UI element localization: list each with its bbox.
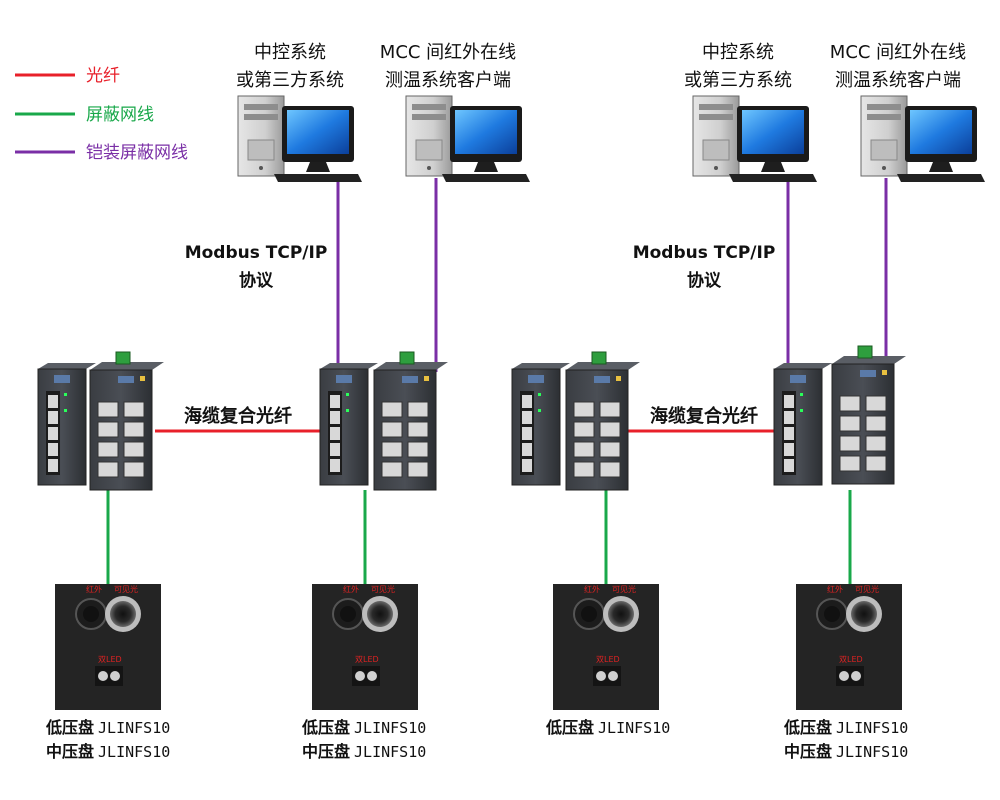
protocol-label: Modbus TCP/IP <box>185 243 328 263</box>
ethernet-switch-small <box>511 362 571 486</box>
client-computer <box>860 95 986 183</box>
ir-marking: 红外 <box>86 584 102 594</box>
client-computer <box>405 95 531 183</box>
ir-sensor-device <box>311 583 419 711</box>
central-control-computer <box>237 95 363 183</box>
visible-light-marking: 可见光 <box>114 584 138 594</box>
ir-marking: 红外 <box>584 584 600 594</box>
ethernet-switch-small <box>773 362 833 486</box>
ir-sensor-device <box>552 583 660 711</box>
panel-type: 中压盘 <box>302 742 350 761</box>
protocol-label: 协议 <box>239 270 274 291</box>
ethernet-switch <box>565 351 641 491</box>
visible-light-marking: 可见光 <box>855 584 879 594</box>
panel-type: 低压盘 <box>545 718 594 737</box>
ethernet-switch-small <box>319 362 379 486</box>
ethernet-switch <box>373 351 449 491</box>
panel-type: 中压盘 <box>46 742 94 761</box>
client-system-label: MCC 间红外在线 <box>380 42 516 63</box>
sensor-markings: 红外 可见光 双LED 红外 可见光 双LED 红外 可见光 双LED 红外 可… <box>86 584 879 664</box>
panel-type: 低压盘 <box>45 718 94 737</box>
legend-armored-label: 铠装屏蔽网线 <box>86 143 188 163</box>
dual-led-marking: 双LED <box>839 655 863 664</box>
protocol-label: 协议 <box>687 270 722 291</box>
ethernet-switch <box>831 345 907 485</box>
panel-type: 低压盘 <box>301 718 350 737</box>
model-number: JLINFS10 <box>836 743 908 761</box>
model-number: JLINFS10 <box>354 743 426 761</box>
dual-led-marking: 双LED <box>355 655 379 664</box>
legend: 光纤 屏蔽网线 铠装屏蔽网线 <box>15 66 188 163</box>
fiber-cable-label: 海缆复合光纤 <box>650 405 758 427</box>
client-system-label: 测温系统客户端 <box>385 70 511 91</box>
dual-led-marking: 双LED <box>596 655 620 664</box>
model-number: JLINFS10 <box>98 743 170 761</box>
legend-fiber-label: 光纤 <box>86 66 120 86</box>
ethernet-switch <box>89 351 165 491</box>
model-number: JLINFS10 <box>354 719 426 737</box>
legend-shielded-label: 屏蔽网线 <box>86 105 154 125</box>
client-system-label: 测温系统客户端 <box>835 70 961 91</box>
ethernet-switch-small <box>37 362 97 486</box>
model-number: JLINFS10 <box>836 719 908 737</box>
model-number: JLINFS10 <box>98 719 170 737</box>
ir-marking: 红外 <box>827 584 843 594</box>
central-system-label: 中控系统 <box>702 42 774 63</box>
panel-type: 低压盘 <box>783 718 832 737</box>
visible-light-marking: 可见光 <box>371 584 395 594</box>
fiber-cable-label: 海缆复合光纤 <box>184 405 292 427</box>
protocol-label: Modbus TCP/IP <box>633 243 776 263</box>
model-number: JLINFS10 <box>598 719 670 737</box>
ir-sensor-device <box>795 583 903 711</box>
ir-marking: 红外 <box>343 584 359 594</box>
dual-led-marking: 双LED <box>98 655 122 664</box>
central-system-label: 中控系统 <box>254 42 326 63</box>
visible-light-marking: 可见光 <box>612 584 636 594</box>
central-system-label: 或第三方系统 <box>684 70 792 91</box>
panel-type: 中压盘 <box>784 742 832 761</box>
client-system-label: MCC 间红外在线 <box>830 42 966 63</box>
central-system-label: 或第三方系统 <box>236 70 344 91</box>
central-control-computer <box>692 95 818 183</box>
ir-sensor-device <box>54 583 162 711</box>
